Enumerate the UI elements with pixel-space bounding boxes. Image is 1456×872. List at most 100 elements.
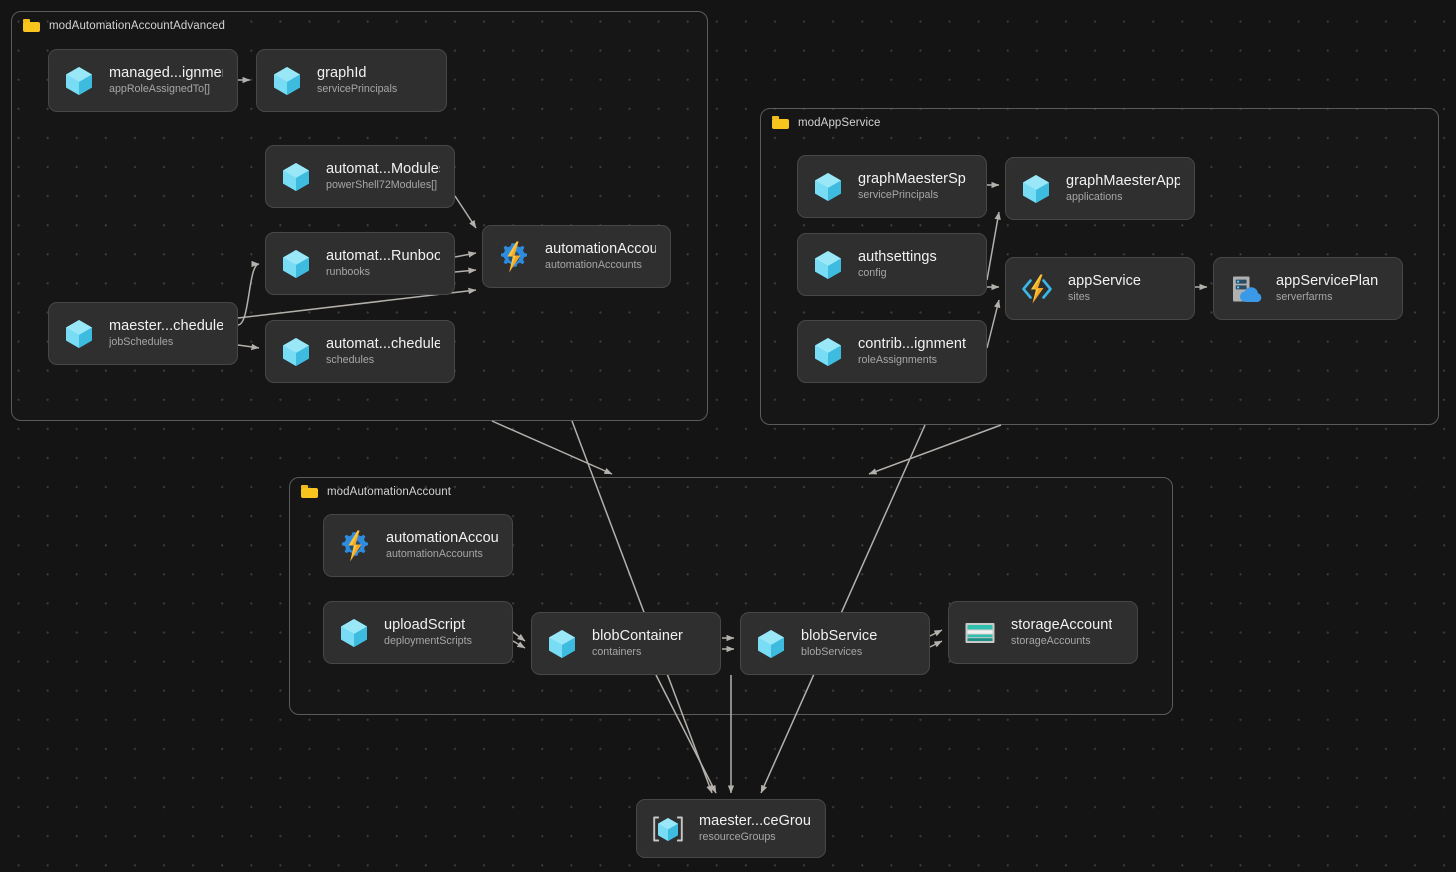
- group-label: modAutomationAccountAdvanced: [49, 19, 226, 32]
- node-title: contrib...ignment: [858, 336, 967, 353]
- node-text: storageAccount storageAccounts: [1011, 617, 1112, 648]
- node-title: appServicePlan: [1276, 273, 1379, 290]
- node-text: appService sites: [1068, 273, 1141, 304]
- node-text: uploadScript deploymentScripts: [384, 617, 472, 648]
- node-automationModules[interactable]: automat...Modules powerShell72Modules[]: [265, 145, 455, 208]
- group-modAutomationAccount[interactable]: modAutomationAccount: [289, 477, 1173, 715]
- node-text: maester...chedule jobSchedules: [109, 318, 223, 349]
- node-subtitle: resourceGroups: [699, 831, 776, 844]
- node-uploadScript[interactable]: uploadScript deploymentScripts: [323, 601, 513, 664]
- group-modAutomationAccountAdvanced[interactable]: modAutomationAccountAdvanced: [11, 11, 708, 421]
- node-subtitle: schedules: [326, 354, 375, 367]
- node-authsettings[interactable]: authsettings config: [797, 233, 987, 296]
- node-text: graphMaesterApp applications: [1066, 173, 1180, 204]
- node-automationAccount[interactable]: automationAccount automationAccounts: [323, 514, 513, 577]
- node-blobService[interactable]: blobService blobServices: [740, 612, 930, 675]
- node-title: managed...ignment: [109, 65, 223, 82]
- azure-cube-icon: [279, 160, 313, 194]
- node-subtitle: deploymentScripts: [384, 635, 472, 648]
- node-subtitle: sites: [1068, 291, 1090, 304]
- azure-cube-icon: [279, 247, 313, 281]
- node-title: appService: [1068, 273, 1142, 290]
- node-graphId[interactable]: graphId servicePrincipals: [256, 49, 447, 112]
- azure-cube-icon: [811, 248, 845, 282]
- node-subtitle: storageAccounts: [1011, 635, 1091, 648]
- node-subtitle: servicePrincipals: [317, 83, 398, 96]
- node-subtitle: runbooks: [326, 266, 370, 279]
- node-title: graphId: [317, 65, 367, 82]
- folder-icon: [772, 116, 789, 129]
- node-title: storageAccount: [1011, 617, 1113, 634]
- node-subtitle: blobServices: [801, 646, 863, 659]
- node-maesterJobSchedule[interactable]: maester...chedule jobSchedules: [48, 302, 238, 365]
- group-header: modAutomationAccount: [301, 485, 451, 498]
- node-title: automat...Runbook: [326, 248, 440, 265]
- node-title: maester...chedule: [109, 318, 223, 335]
- node-subtitle: containers: [592, 646, 642, 659]
- azure-cube-icon: [811, 170, 845, 204]
- node-text: automat...Runbook runbooks: [326, 248, 440, 279]
- node-title: uploadScript: [384, 617, 466, 634]
- node-maesterResourceGroup[interactable]: maester...ceGroup resourceGroups: [636, 799, 826, 858]
- node-text: maester...ceGroup resourceGroups: [699, 813, 811, 844]
- node-title: authsettings: [858, 249, 937, 266]
- node-title: automationAccount: [386, 530, 498, 547]
- app-service-plan-icon: [1227, 271, 1263, 307]
- node-automationSchedule[interactable]: automat...chedule schedules: [265, 320, 455, 383]
- node-blobContainer[interactable]: blobContainer containers: [531, 612, 721, 675]
- azure-cube-icon: [754, 627, 788, 661]
- node-title: automationAccount: [545, 241, 656, 258]
- group-header: modAutomationAccountAdvanced: [23, 19, 225, 32]
- group-label: modAutomationAccount: [327, 485, 452, 498]
- node-automationAccountAdvanced[interactable]: automationAccount automationAccounts: [482, 225, 671, 288]
- node-title: blobService: [801, 628, 878, 645]
- node-subtitle: config: [858, 267, 887, 280]
- node-contributorAssignment[interactable]: contrib...ignment roleAssignments: [797, 320, 987, 383]
- automation-account-icon: [337, 528, 373, 564]
- node-title: maester...ceGroup: [699, 813, 811, 830]
- azure-cube-icon: [279, 335, 313, 369]
- node-subtitle: automationAccounts: [386, 548, 483, 561]
- resource-group-icon: [650, 811, 686, 847]
- storage-account-icon: [962, 615, 998, 651]
- node-title: automat...Modules: [326, 161, 440, 178]
- azure-cube-icon: [62, 64, 96, 98]
- node-graphMaesterSp[interactable]: graphMaesterSp servicePrincipals: [797, 155, 987, 218]
- node-text: automat...Modules powerShell72Modules[]: [326, 161, 440, 192]
- node-subtitle: roleAssignments: [858, 354, 938, 367]
- azure-cube-icon: [337, 616, 371, 650]
- node-text: blobContainer containers: [592, 628, 683, 659]
- node-text: graphMaesterSp servicePrincipals: [858, 171, 966, 202]
- node-title: graphMaesterSp: [858, 171, 966, 188]
- node-subtitle: powerShell72Modules[]: [326, 179, 438, 192]
- node-text: automationAccount automationAccounts: [386, 530, 498, 561]
- node-text: managed...ignment appRoleAssignedTo[]: [109, 65, 223, 96]
- node-subtitle: servicePrincipals: [858, 189, 939, 202]
- node-appService[interactable]: appService sites: [1005, 257, 1195, 320]
- app-service-icon: [1019, 271, 1055, 307]
- group-modAppService[interactable]: modAppService: [760, 108, 1439, 425]
- azure-cube-icon: [270, 64, 304, 98]
- edge-modAutomationAccountAdvanced-modAutomationAccount: [491, 420, 613, 475]
- node-text: blobService blobServices: [801, 628, 877, 659]
- node-text: automationAccount automationAccounts: [545, 241, 656, 272]
- azure-cube-icon: [545, 627, 579, 661]
- automation-account-icon: [496, 239, 532, 275]
- node-storageAccount[interactable]: storageAccount storageAccounts: [948, 601, 1138, 664]
- node-graphMaesterApp[interactable]: graphMaesterApp applications: [1005, 157, 1195, 220]
- node-text: appServicePlan serverfarms: [1276, 273, 1378, 304]
- node-text: authsettings config: [858, 249, 937, 280]
- node-appServicePlan[interactable]: appServicePlan serverfarms: [1213, 257, 1403, 320]
- node-text: contrib...ignment roleAssignments: [858, 336, 966, 367]
- node-subtitle: automationAccounts: [545, 259, 642, 272]
- node-title: automat...chedule: [326, 336, 440, 353]
- node-subtitle: applications: [1066, 191, 1123, 204]
- azure-cube-icon: [62, 317, 96, 351]
- group-label: modAppService: [798, 116, 881, 129]
- node-automationRunbook[interactable]: automat...Runbook runbooks: [265, 232, 455, 295]
- node-managedIdentityAssignment[interactable]: managed...ignment appRoleAssignedTo[]: [48, 49, 238, 112]
- node-subtitle: jobSchedules: [109, 336, 174, 349]
- azure-cube-icon: [811, 335, 845, 369]
- node-subtitle: serverfarms: [1276, 291, 1333, 304]
